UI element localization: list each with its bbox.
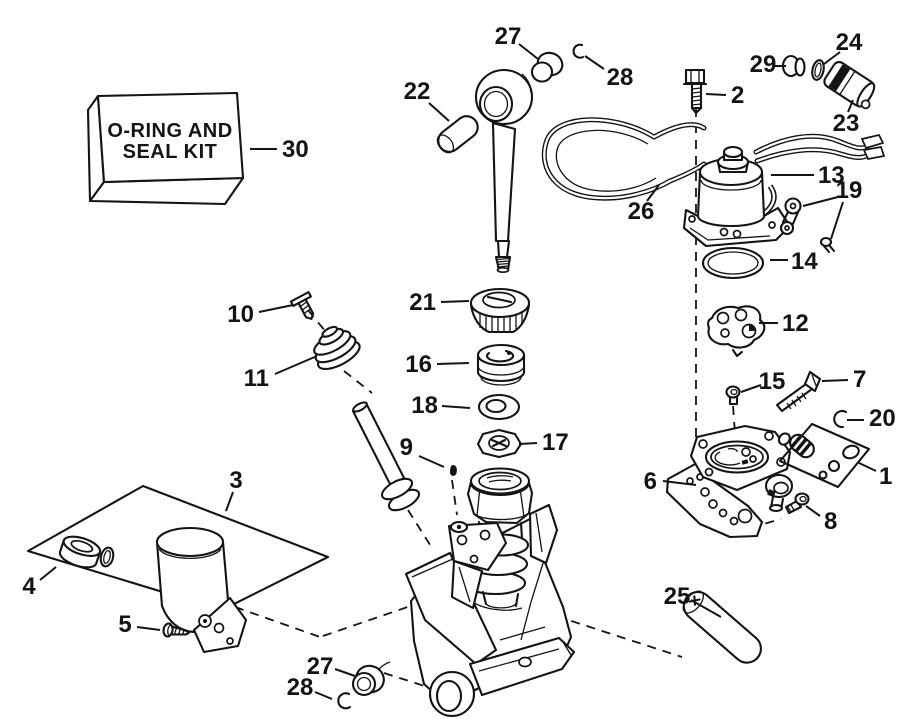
callout-leader-25 xyxy=(690,599,722,618)
callout-number-2: 2 xyxy=(731,82,744,109)
callout-number-27: 27 xyxy=(307,653,334,680)
part-18-washer xyxy=(477,393,521,421)
part-28-clip-top xyxy=(572,43,585,59)
part-9-check-ball xyxy=(450,465,457,476)
callout-leader-7 xyxy=(821,379,849,382)
callout-number-21: 21 xyxy=(409,289,436,316)
part-25-pin xyxy=(682,590,762,664)
callout-leader-24 xyxy=(823,51,841,65)
callout-number-15: 15 xyxy=(759,368,786,395)
callout-number-30: 30 xyxy=(282,136,309,163)
part-15-screw xyxy=(725,385,741,406)
part-21-cap xyxy=(469,287,531,334)
callout-number-23: 23 xyxy=(833,110,860,137)
callout-leader-26 xyxy=(646,184,660,202)
callout-leader-3 xyxy=(225,491,234,512)
callout-number-11: 11 xyxy=(244,365,269,392)
part-5-screw xyxy=(162,622,190,638)
callout-leader-5 xyxy=(136,626,161,631)
callout-number-4: 4 xyxy=(22,573,36,600)
callout-leader-9 xyxy=(418,455,445,468)
callout-number-19: 19 xyxy=(836,177,863,204)
part-12-cover xyxy=(706,305,766,358)
part-14-oring xyxy=(701,246,765,280)
callout-leader-8 xyxy=(805,505,821,517)
callout-number-12: 12 xyxy=(782,310,809,337)
callout-leader-27 xyxy=(334,668,356,677)
callout-leader-28 xyxy=(584,55,605,70)
callout-leader-28 xyxy=(314,691,333,700)
part-24-oring xyxy=(811,59,825,81)
callout-number-9: 9 xyxy=(400,434,413,461)
callout-number-6: 6 xyxy=(644,468,657,495)
callout-leader-1 xyxy=(856,461,877,472)
part-23-solenoid xyxy=(823,60,876,110)
callout-number-8: 8 xyxy=(824,508,837,535)
callout-leader-4 xyxy=(39,566,57,581)
part-22-pin xyxy=(436,115,479,154)
callout-leader-22 xyxy=(428,102,450,122)
part-2-screw xyxy=(682,68,708,115)
callout-number-26: 26 xyxy=(628,198,655,225)
callout-number-17: 17 xyxy=(542,429,569,456)
callout-leader-27 xyxy=(518,43,539,60)
callout-number-14: 14 xyxy=(791,248,818,275)
trim-tube xyxy=(351,401,421,512)
callout-leader-11 xyxy=(274,355,318,375)
part-11-plug xyxy=(313,325,361,371)
part-19-link-and-screw xyxy=(779,197,836,254)
callout-leader-23 xyxy=(847,99,854,113)
part-26-wire-harness xyxy=(541,117,886,201)
part-27-bushing-top xyxy=(530,51,564,83)
part-29-grommet xyxy=(781,54,806,78)
callout-number-3: 3 xyxy=(229,467,242,494)
kit-box-line2: SEAL KIT xyxy=(123,141,218,163)
part-4-bushing-and-oring xyxy=(58,535,115,569)
main-cylinder-housing xyxy=(404,467,576,718)
callout-leader-10 xyxy=(258,304,294,313)
part-8-screw xyxy=(784,492,810,515)
callout-leader-6 xyxy=(662,480,697,486)
callout-leader-17 xyxy=(518,442,538,445)
part-27-bushing-bottom xyxy=(351,661,391,697)
dashed-assembly-axes xyxy=(234,108,782,692)
seal-kit-box: O-RING AND SEAL KIT xyxy=(86,91,245,206)
callout-number-27: 27 xyxy=(495,23,522,50)
callout-number-13: 13 xyxy=(818,162,845,189)
callout-leader-21 xyxy=(440,300,470,303)
callout-number-7: 7 xyxy=(853,366,866,393)
callout-number-16: 16 xyxy=(405,351,432,378)
piston-rod-assembly xyxy=(474,68,534,274)
reservoir-canister xyxy=(155,526,248,654)
part-1-seal-plate-kit xyxy=(777,422,871,489)
callout-number-10: 10 xyxy=(227,301,254,328)
callout-number-22: 22 xyxy=(404,78,431,105)
part-10-screw xyxy=(289,291,315,320)
part-6-manifold xyxy=(665,424,794,539)
callout-number-28: 28 xyxy=(287,674,314,701)
part-28-clip-bottom xyxy=(337,692,352,710)
callout-leader-18 xyxy=(441,405,471,409)
part-7-bolt xyxy=(775,370,822,413)
callout-leader-2 xyxy=(705,93,727,96)
callout-number-18: 18 xyxy=(411,392,438,419)
callout-number-24: 24 xyxy=(836,29,863,56)
part-17-nut xyxy=(476,428,523,459)
callout-leader-19 xyxy=(830,201,844,240)
callout-number-1: 1 xyxy=(879,463,892,490)
callout-number-25: 25 xyxy=(664,583,691,610)
callout-number-20: 20 xyxy=(869,405,896,432)
callout-number-5: 5 xyxy=(118,611,131,638)
part-13-motor xyxy=(682,145,792,248)
callout-leader-15 xyxy=(740,384,762,393)
callout-leader-16 xyxy=(436,362,470,365)
kit-box-line1: O-RING AND xyxy=(107,120,232,142)
callout-leader-19 xyxy=(802,196,839,207)
callout-number-29: 29 xyxy=(750,51,777,78)
part-20-clip xyxy=(833,410,848,429)
callout-number-28: 28 xyxy=(607,64,634,91)
part-16-spool xyxy=(476,343,526,386)
